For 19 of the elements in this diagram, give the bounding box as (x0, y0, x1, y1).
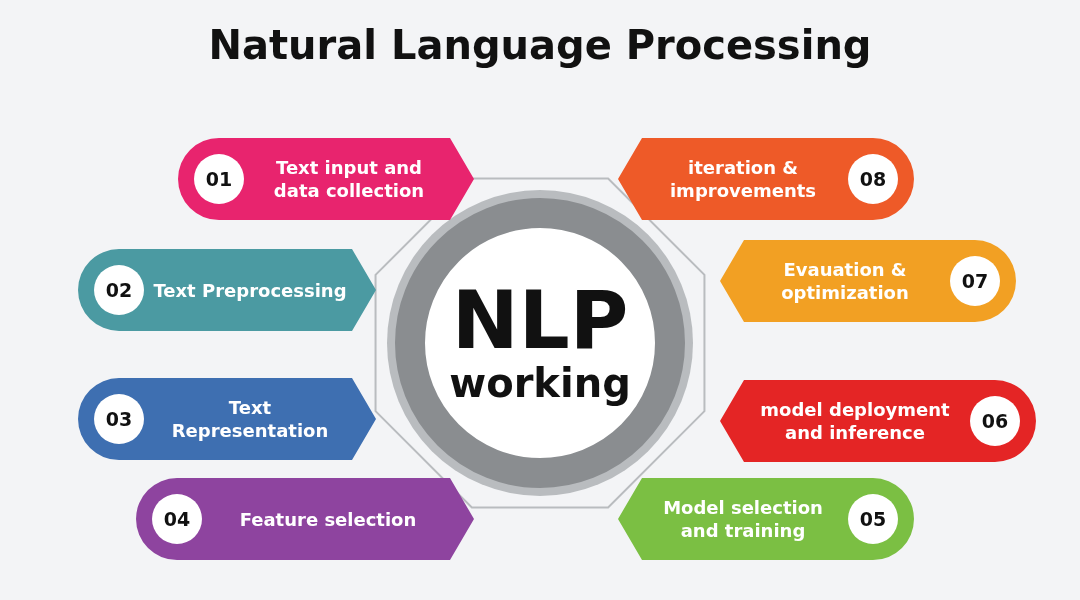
center-heading: NLP (451, 281, 629, 361)
diagram-title: Natural Language Processing (207, 22, 873, 68)
step-label: Text Preprocessing (152, 278, 348, 302)
step-label: Feature selection (238, 507, 418, 531)
step-label: Text Representation (170, 396, 330, 442)
step-label: model deployment and inference (759, 398, 951, 444)
arrow-banner (78, 249, 376, 331)
arrow-banner (720, 240, 1016, 322)
arrow-banner (720, 380, 1036, 462)
step-label: Model selection and training (662, 496, 824, 542)
arrow-banner (136, 478, 474, 560)
arrow-banner (618, 138, 914, 220)
step-label: Text input and data collection (272, 156, 426, 202)
arrow-banner (178, 138, 474, 220)
center-subheading: working (449, 361, 631, 405)
step-label: iteration & improvements (668, 156, 818, 202)
step-label: Evauation & optimization (780, 258, 910, 304)
arrow-banner (78, 378, 376, 460)
arrow-banner (618, 478, 914, 560)
